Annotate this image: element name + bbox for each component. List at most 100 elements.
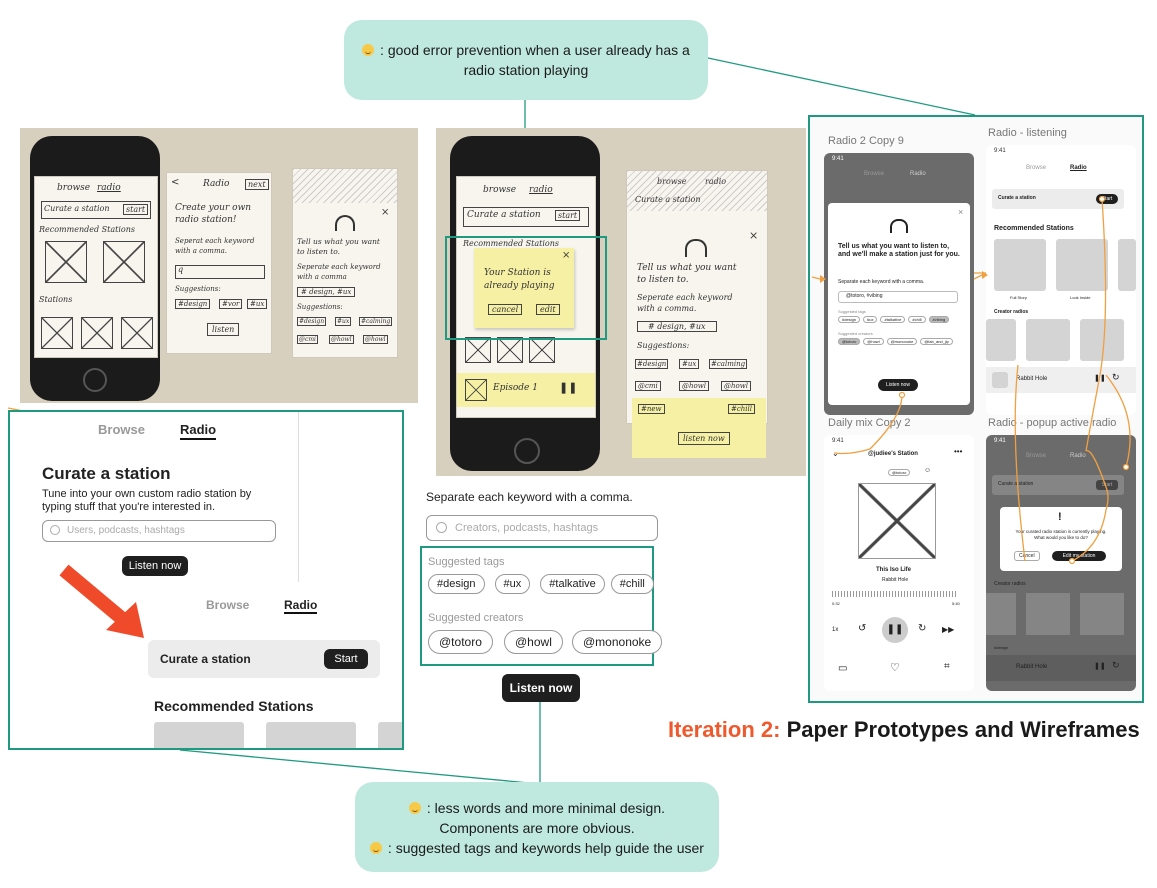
creators-search-input[interactable]: Creators, podcasts, hashtags xyxy=(426,515,658,541)
curate-station-row[interactable]: Curate a station Start xyxy=(992,475,1124,495)
listen-now-button[interactable]: Listen now xyxy=(122,556,188,576)
hand-tag: #design xyxy=(635,359,669,369)
curate-desc: Tune into your own custom radio station … xyxy=(42,488,252,513)
tag-pill[interactable]: #chill xyxy=(610,574,654,594)
hand-sep1: Seperate each keyword xyxy=(637,293,733,302)
tab-radio[interactable]: Radio xyxy=(284,598,318,614)
hand-tag: @cmi xyxy=(635,381,661,391)
tag-pill[interactable]: #ux xyxy=(863,316,878,323)
listen-now-button[interactable]: Listen now xyxy=(878,379,918,391)
curate-label: Curate a station xyxy=(998,195,1036,201)
hand-xbox xyxy=(497,337,523,363)
hand-tag: #chill xyxy=(728,404,756,414)
tag-pill[interactable]: #chill xyxy=(908,316,926,323)
search-input[interactable]: Users, podcasts, hashtags xyxy=(42,520,276,542)
note-bottom-line2: suggested tags and keywords help guide t… xyxy=(395,840,704,856)
creator-pill[interactable]: @mononoke xyxy=(572,630,663,654)
modal-creators: @totoro@howl@mononoke@lab_and_jip xyxy=(838,338,953,345)
paper-prototype-photo-middle: browse radio Curate a station start Reco… xyxy=(436,128,806,476)
refresh-icon[interactable]: ↻ xyxy=(1112,372,1120,382)
close-icon: × xyxy=(749,229,759,242)
tab-browse[interactable]: Browse xyxy=(1026,165,1047,171)
tab-browse[interactable]: Browse xyxy=(206,598,250,612)
user-icon[interactable]: ☺ xyxy=(924,467,932,474)
curate-label: Curate a station xyxy=(998,481,1034,487)
separate-label: Separate each keyword with a comma. xyxy=(426,490,633,504)
wireframe-screen-1: 9:41 Browse Radio × Tell us what you wan… xyxy=(824,153,974,415)
forward-icon[interactable]: ↻ xyxy=(918,623,927,634)
now-playing-bar[interactable]: Rabbit Hole ❚❚ ↻ xyxy=(986,367,1136,393)
heading-rest: Paper Prototypes and Wireframes xyxy=(780,717,1140,742)
recommended-title: Recommended Stations xyxy=(154,698,314,714)
tab-radio[interactable]: Radio xyxy=(180,422,217,440)
now-playing-bar[interactable]: Rabbit Hole ❚❚ ↻ xyxy=(986,655,1136,681)
hatch-area xyxy=(293,169,397,203)
listen-now-button[interactable]: Listen now xyxy=(502,674,580,702)
curate-label: Curate a station xyxy=(160,652,251,666)
waveform[interactable] xyxy=(832,591,958,597)
pause-icon[interactable]: ❚❚ xyxy=(1094,663,1106,670)
tab-radio[interactable]: Radio xyxy=(1070,165,1087,171)
tag-pill[interactable]: #talkative xyxy=(880,316,906,323)
hand-episode: Episode 1 xyxy=(493,383,538,393)
note-bottom-line1: less words and more minimal design. Comp… xyxy=(434,800,665,836)
crop-icon[interactable]: ⌗ xyxy=(944,661,950,672)
tag-pill[interactable]: #talkative xyxy=(540,574,605,594)
tag-label: #design xyxy=(994,645,1009,650)
more-icon[interactable]: ••• xyxy=(954,447,963,456)
tag-pill[interactable]: #ux xyxy=(494,574,531,594)
paper-screen-3: × Tell us what you want to listen to. Se… xyxy=(292,168,398,358)
rewind-icon[interactable]: ↺ xyxy=(858,623,867,634)
start-button[interactable]: Start xyxy=(1096,480,1118,490)
chat-icon[interactable]: ▭ xyxy=(838,663,848,674)
hand-back: < xyxy=(171,177,180,188)
tag-pill[interactable]: #vibing xyxy=(928,316,950,323)
curate-station-row[interactable]: Curate a station Start xyxy=(148,640,380,678)
start-button[interactable]: Start xyxy=(324,649,368,669)
tag-pill[interactable]: #design xyxy=(428,574,485,594)
creator-radios-title: Creator radios xyxy=(994,581,1026,587)
creator-pill[interactable]: @totoro xyxy=(428,630,493,654)
hand-tag2: #ux xyxy=(247,299,268,309)
hand-tag: #ux xyxy=(335,317,352,326)
creator-thumb xyxy=(1026,593,1070,635)
close-icon[interactable]: × xyxy=(958,207,964,217)
start-button[interactable]: Start xyxy=(1096,194,1118,204)
tab-radio[interactable]: Radio xyxy=(910,171,926,177)
station-title: @judiee's Station xyxy=(868,451,918,457)
creator-pill[interactable]: @howl xyxy=(504,630,563,654)
hand-curate-box xyxy=(463,207,589,227)
creator-pill[interactable]: @totoro xyxy=(838,338,861,345)
cancel-button[interactable]: Cancel xyxy=(1014,551,1040,561)
heart-icon[interactable]: ♡ xyxy=(890,662,900,674)
hand-rec: Recommended Stations xyxy=(463,239,559,248)
hand-browse: browse xyxy=(483,185,517,195)
hand-sep1: Seperat each keyword xyxy=(175,237,255,245)
skip-icon[interactable]: ▶▶ xyxy=(942,625,955,634)
hand-xbox xyxy=(45,241,87,283)
speed-control[interactable]: 1x xyxy=(832,627,839,633)
creator-pill[interactable]: @mononoke xyxy=(886,338,918,345)
edit-station-button[interactable]: Edit my station xyxy=(1052,551,1106,561)
hatch-area xyxy=(627,171,767,211)
tag-pill[interactable]: #design xyxy=(838,316,861,323)
tab-browse[interactable]: Browse xyxy=(98,422,145,437)
tab-browse[interactable]: Browse xyxy=(1026,453,1047,459)
tab-radio[interactable]: Radio xyxy=(1070,453,1086,459)
hand-radio: radio xyxy=(705,177,727,186)
hand-tag: @howl xyxy=(721,381,751,391)
suggestions-frame: Suggested tags #design#ux#talkative#chil… xyxy=(420,546,663,666)
creator-pill[interactable]: @howl xyxy=(863,338,884,345)
hand-tag: @howl xyxy=(329,335,354,344)
creator-pill[interactable]: @lab_and_jip xyxy=(920,338,953,345)
headphones-icon xyxy=(335,215,355,231)
hand-tag: #calming xyxy=(359,317,393,326)
pause-button[interactable]: ❚❚ xyxy=(882,617,908,643)
tab-browse[interactable]: Browse xyxy=(864,171,885,177)
wireframe-screen-2: 9:41 Browse Radio Curate a station Start… xyxy=(986,145,1136,415)
wireframe-screen-4: 9:41 Browse Radio Curate a station Start… xyxy=(986,435,1136,691)
refresh-icon[interactable]: ↻ xyxy=(1112,660,1120,670)
modal-search[interactable] xyxy=(838,291,958,303)
curate-station-row[interactable]: Curate a station Start xyxy=(992,189,1124,209)
hand-recommended: Recommended Stations xyxy=(39,225,135,234)
